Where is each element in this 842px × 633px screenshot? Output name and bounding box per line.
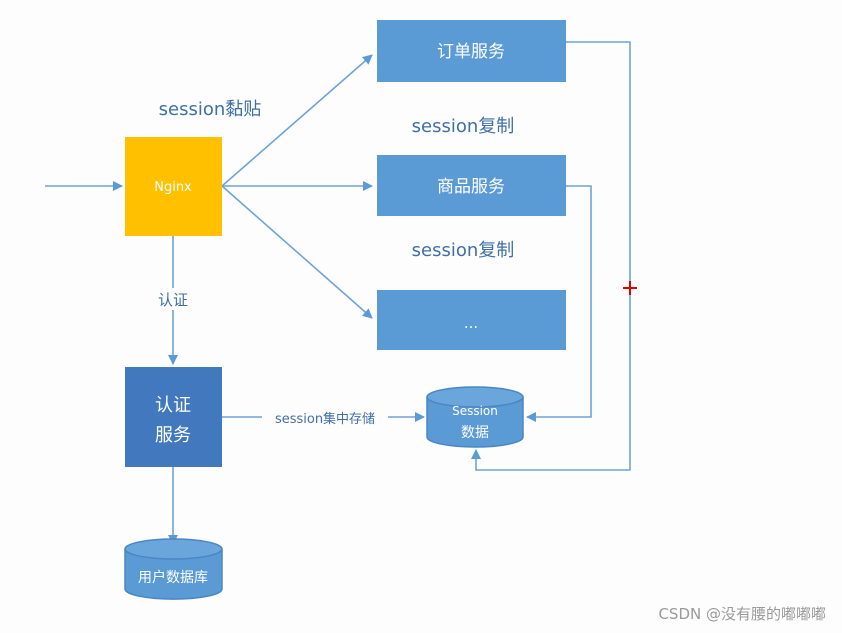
edge-nginx-order bbox=[221, 54, 373, 187]
user-db-node bbox=[124, 538, 223, 600]
edge-product-session bbox=[526, 185, 592, 422]
session-store-node bbox=[426, 386, 524, 448]
edge-order-session bbox=[471, 41, 631, 471]
auth-service-label-line1: 认证 bbox=[155, 395, 191, 416]
user-db-label: 用户数据库 bbox=[138, 569, 208, 586]
crosshair-cursor-icon bbox=[623, 281, 637, 295]
sticky-session-label: session黏贴 bbox=[159, 99, 262, 120]
product-service-node bbox=[377, 155, 566, 216]
nginx-label: Nginx bbox=[154, 180, 192, 195]
replication-label-1: session复制 bbox=[412, 116, 515, 137]
nginx-node bbox=[125, 137, 222, 236]
auth-edge-label: 认证 bbox=[158, 291, 188, 309]
product-service-label: 商品服务 bbox=[437, 177, 505, 197]
order-service-node bbox=[377, 20, 566, 82]
session-store-label-line1: Session bbox=[452, 404, 498, 418]
session-store-label-line2: 数据 bbox=[461, 425, 489, 441]
auth-service-node bbox=[125, 367, 222, 467]
central-storage-label: session集中存储 bbox=[275, 411, 375, 427]
more-services-node bbox=[377, 290, 566, 350]
auth-service-label-line2: 服务 bbox=[155, 425, 191, 446]
more-services-label: ... bbox=[464, 314, 478, 332]
watermark: CSDN @没有腰的嘟嘟嘟 bbox=[658, 605, 826, 623]
replication-label-2: session复制 bbox=[412, 240, 515, 261]
edge-nginx-more bbox=[221, 185, 373, 319]
order-service-label: 订单服务 bbox=[437, 42, 505, 62]
